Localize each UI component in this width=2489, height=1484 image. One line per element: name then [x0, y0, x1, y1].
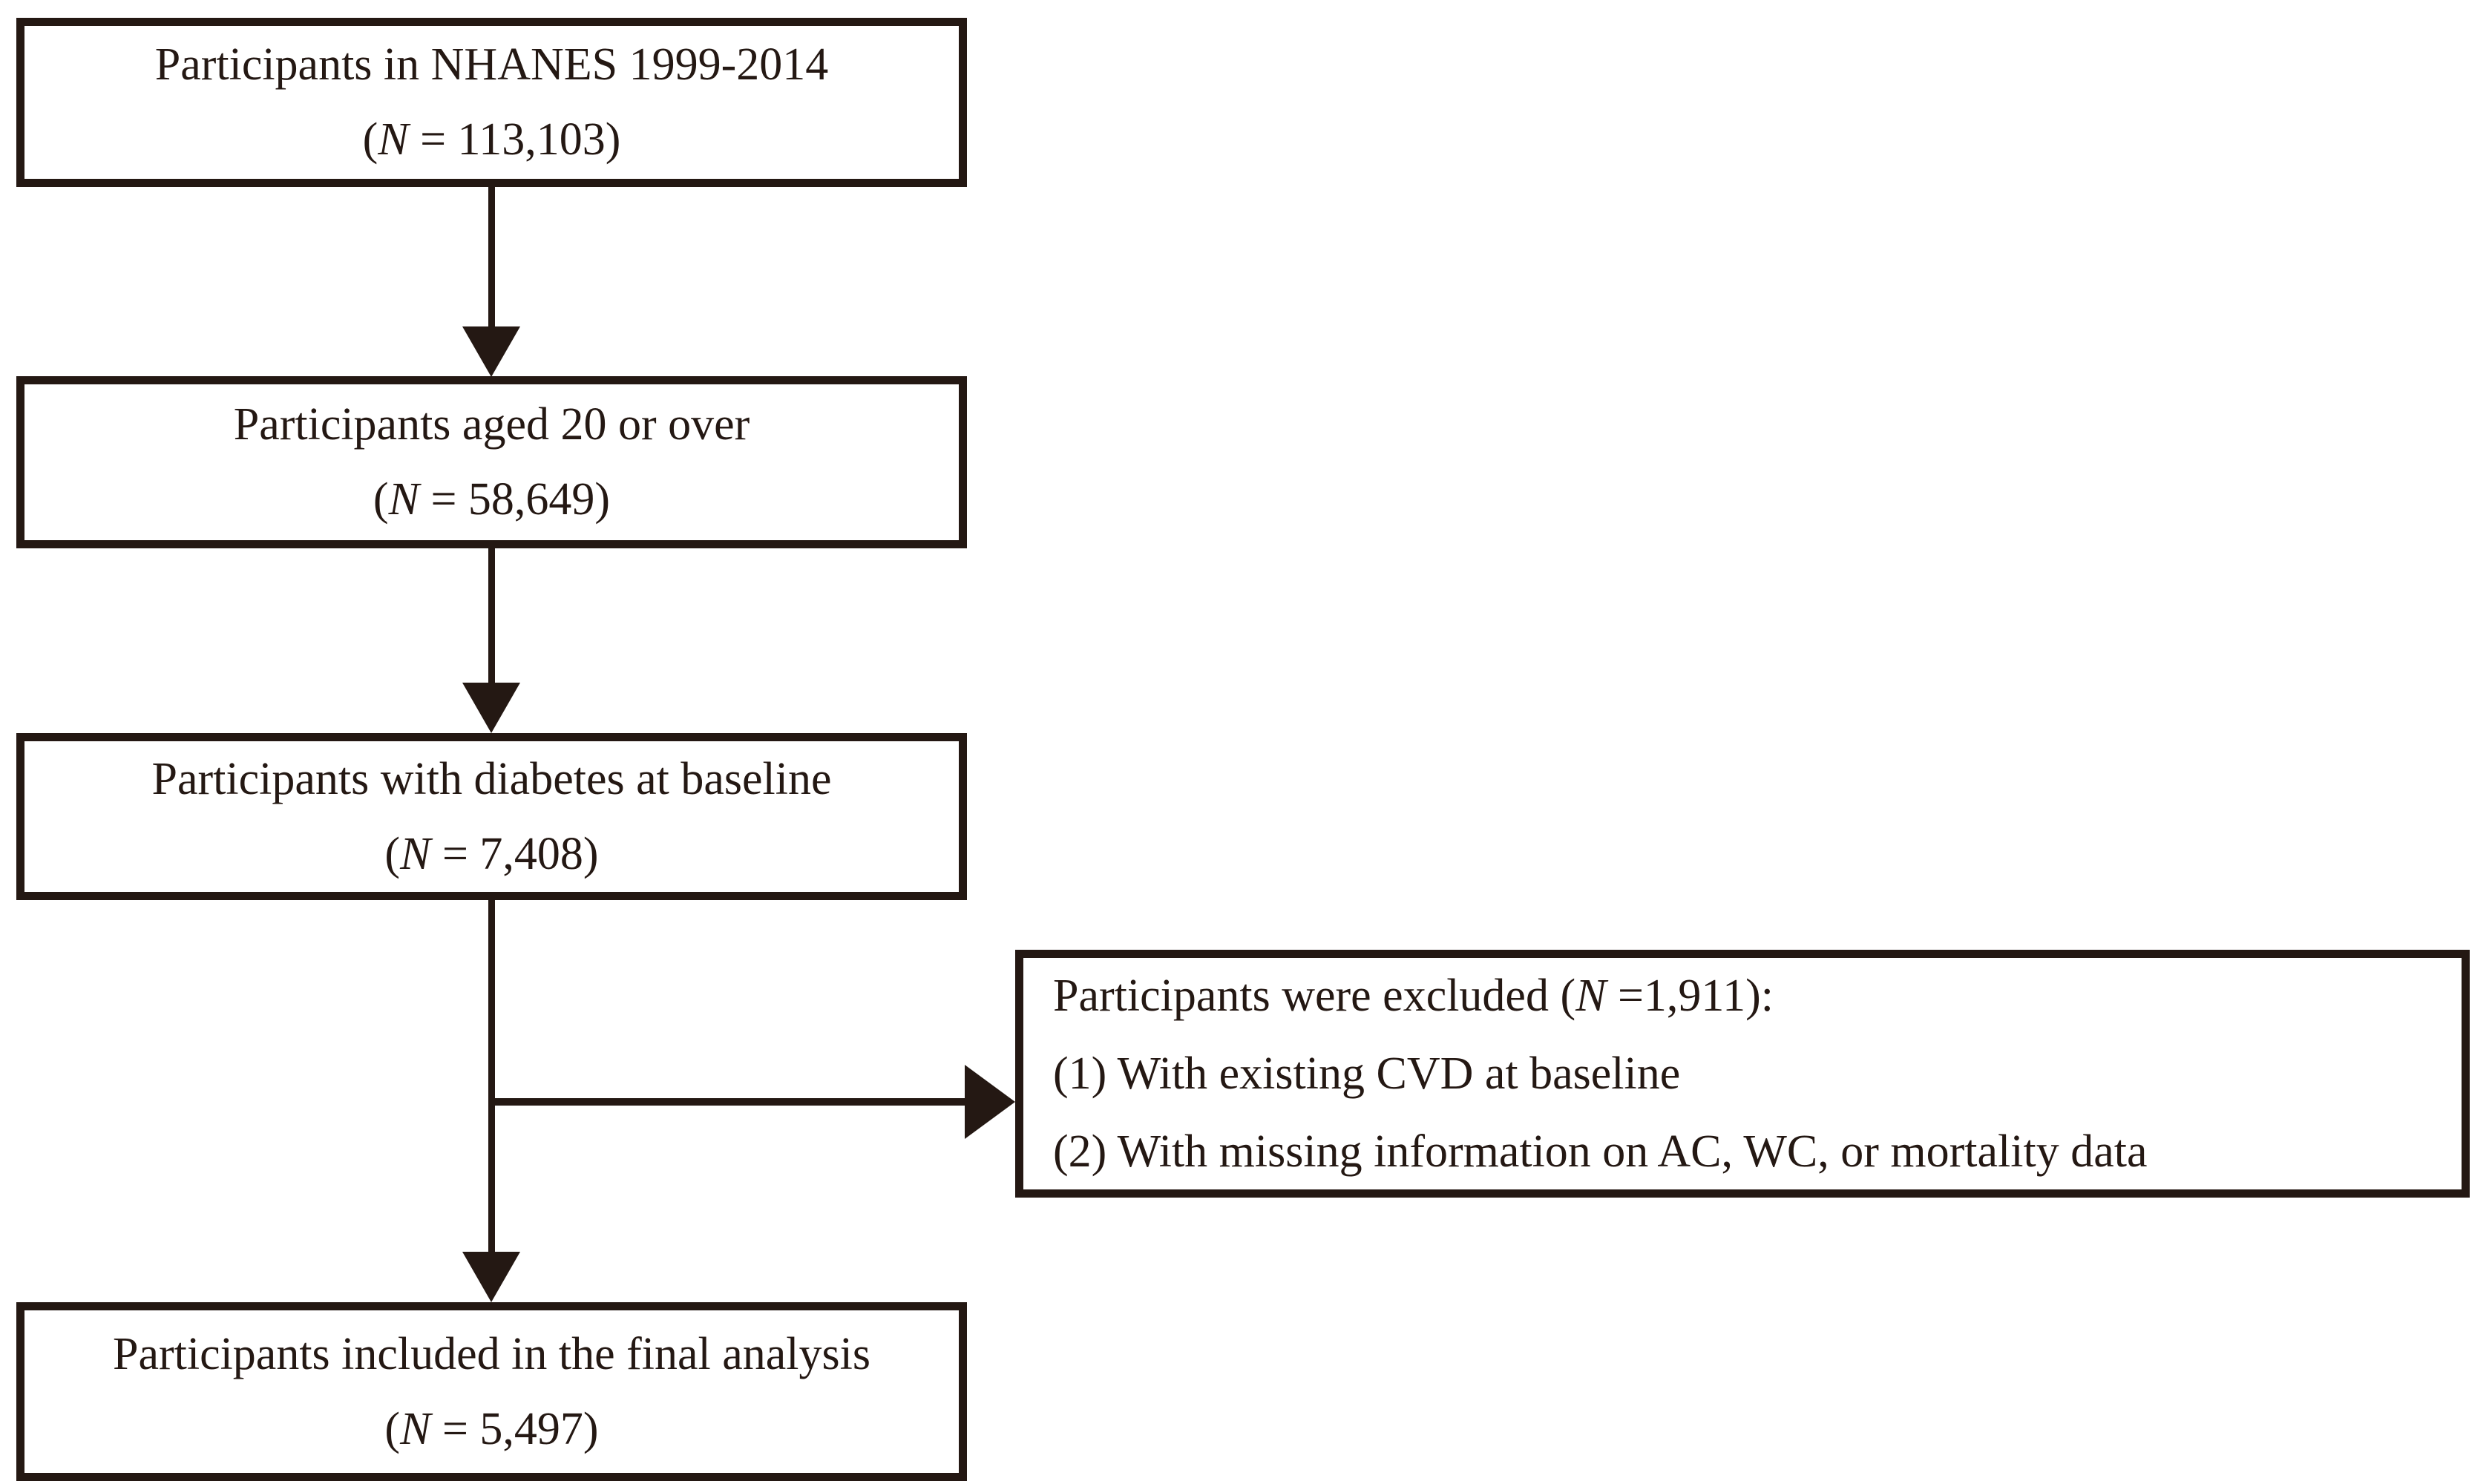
box-final-analysis: Participants included in the final analy…: [16, 1302, 967, 1481]
count-open-paren: (: [373, 474, 389, 525]
box-title: Participants with diabetes at baseline: [151, 753, 832, 804]
count-value: = 113,103): [408, 114, 621, 165]
exclusion-header-post: =1,911):: [1606, 970, 1774, 1021]
box-title: Participants aged 20 or over: [233, 399, 750, 450]
box-aged-20-or-over: Participants aged 20 or over (N = 58,649…: [16, 376, 967, 548]
count-n-symbol: N: [400, 828, 431, 879]
box-title: Participants included in the final analy…: [112, 1328, 871, 1379]
count-n-symbol: N: [400, 1403, 431, 1454]
count-open-paren: (: [384, 828, 401, 879]
box-count: (N = 5,497): [384, 1392, 598, 1467]
count-n-symbol: N: [378, 114, 409, 165]
arrowhead-down-icon: [462, 326, 520, 377]
arrowhead-down-icon: [462, 1252, 520, 1302]
exclusion-header-pre: Participants were excluded (: [1053, 970, 1576, 1021]
box-title: Participants in NHANES 1999-2014: [154, 39, 829, 90]
count-n-symbol: N: [1575, 970, 1607, 1021]
box-count: (N = 113,103): [363, 102, 621, 177]
box-count: (N = 7,408): [384, 817, 598, 892]
box-diabetes-at-baseline: Participants with diabetes at baseline (…: [16, 733, 967, 900]
arrowhead-down-icon: [462, 683, 520, 733]
box-excluded-participants: Participants were excluded (N =1,911): (…: [1015, 950, 2470, 1198]
count-value: = 58,649): [419, 474, 611, 525]
exclusion-item-1: (1) With existing CVD at baseline: [1053, 1048, 1681, 1099]
box-nhanes-participants: Participants in NHANES 1999-2014 (N = 11…: [16, 18, 967, 187]
arrow-line: [491, 1098, 968, 1106]
count-value: = 5,497): [430, 1403, 599, 1454]
count-open-paren: (: [384, 1403, 401, 1454]
exclusion-header: Participants were excluded (N =1,911):: [1053, 957, 1774, 1035]
count-open-paren: (: [362, 114, 378, 165]
arrow-line: [488, 899, 495, 1253]
count-value: = 7,408): [430, 828, 599, 879]
count-n-symbol: N: [388, 474, 419, 525]
box-count: (N = 58,649): [373, 462, 610, 537]
exclusion-item-2: (2) With missing information on AC, WC, …: [1053, 1126, 2148, 1177]
arrow-line: [488, 186, 495, 331]
arrowhead-right-icon: [965, 1065, 1015, 1139]
arrow-line: [488, 547, 495, 686]
